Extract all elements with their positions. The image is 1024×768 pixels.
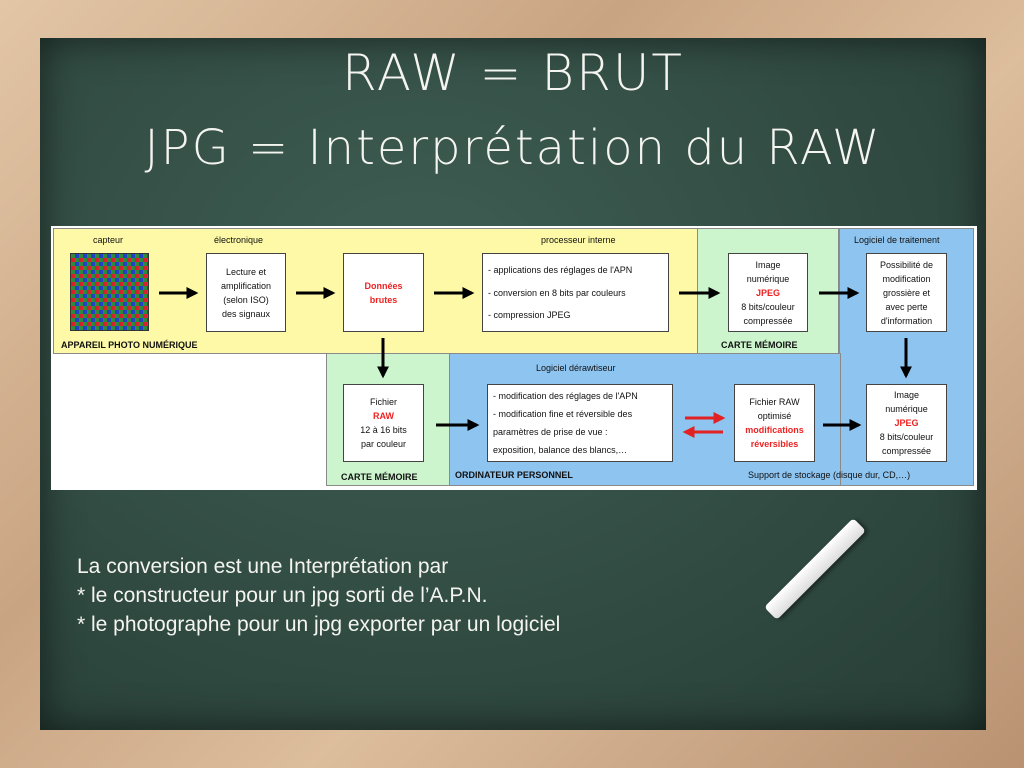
box-line: Possibilité de	[879, 259, 934, 270]
box-line: compressée	[743, 315, 793, 326]
box-line: 12 à 16 bits	[360, 425, 407, 435]
box-line: 8 bits/couleur	[879, 432, 934, 442]
box-modification-reglages: - modification des réglages de l'APN - m…	[487, 384, 673, 462]
label-ordinateur: ORDINATEUR PERSONNEL	[455, 470, 573, 480]
box-line: optimisé	[757, 411, 792, 421]
flow-arrows	[159, 287, 912, 438]
box-line: Image	[755, 259, 781, 270]
bayer-sensor-image	[70, 253, 149, 331]
label-apn: APPAREIL PHOTO NUMÉRIQUE	[61, 340, 198, 350]
label-electronique: électronique	[214, 235, 264, 245]
box-line: brutes	[369, 294, 398, 305]
box-line: des signaux	[221, 308, 271, 319]
box-line: modifications	[745, 425, 804, 435]
box-line: paramètres de prise de vue :	[493, 427, 608, 437]
box-line: - applications des réglages de l'APN	[488, 264, 633, 275]
box-line: par couleur	[360, 439, 407, 449]
box-lecture-amplification: Lecture et amplification (selon ISO) des…	[206, 253, 286, 332]
box-line: compressée	[881, 446, 932, 456]
box-line: Données	[364, 280, 403, 291]
box-line: numérique	[746, 273, 790, 284]
box-line: - modification fine et réversible des	[493, 409, 633, 419]
label-carte-memoire-top: CARTE MÉMOIRE	[721, 340, 798, 350]
box-line: 8 bits/couleur	[741, 301, 795, 312]
box-line: d'information	[880, 315, 933, 326]
box-line: Lecture et	[225, 266, 267, 277]
slide-title-line1: RAW = BRUT	[342, 44, 684, 102]
body-line-1: La conversion est une Interprétation par	[77, 555, 449, 578]
label-processeur: processeur interne	[541, 235, 616, 245]
slide-body-text: La conversion est une Interprétation par…	[77, 552, 560, 639]
box-line: - compression JPEG	[488, 310, 571, 321]
box-donnees-brutes: Données brutes	[343, 253, 424, 332]
box-line: - modification des réglages de l'APN	[493, 391, 638, 401]
box-fichier-raw-optimise: Fichier RAW optimisé modifications réver…	[734, 384, 815, 462]
box-line: exposition, balance des blancs,…	[493, 445, 628, 455]
label-capteur: capteur	[93, 235, 124, 245]
box-line: modification	[882, 273, 931, 284]
box-line: JPEG	[755, 287, 780, 298]
box-line: - conversion en 8 bits par couleurs	[488, 287, 626, 298]
box-line: (selon ISO)	[223, 294, 269, 305]
box-line: réversibles	[750, 439, 799, 449]
box-line: amplification	[220, 280, 272, 291]
box-image-jpeg-bottom: Image numérique JPEG 8 bits/couleur comp…	[866, 384, 947, 462]
box-fichier-raw: Fichier RAW 12 à 16 bits par couleur	[343, 384, 424, 462]
box-image-jpeg-top: Image numérique JPEG 8 bits/couleur comp…	[728, 253, 808, 332]
box-processeur-interne: - applications des réglages de l'APN - c…	[482, 253, 669, 332]
label-logiciel-traitement: Logiciel de traitement	[854, 235, 940, 245]
box-line: grossière et	[882, 287, 931, 298]
box-possibilite-modification: Possibilité de modification grossière et…	[866, 253, 947, 332]
body-line-3: * le photographe pour un jpg exporter pa…	[77, 613, 561, 636]
label-logiciel-derawtiseur: Logiciel dérawtiseur	[536, 363, 616, 373]
label-carte-memoire-bottom: CARTE MÉMOIRE	[341, 472, 418, 482]
box-line: numérique	[885, 404, 928, 414]
raw-workflow-diagram: capteur électronique processeur interne …	[51, 226, 977, 490]
label-stockage: Support de stockage (disque dur, CD,…)	[748, 470, 911, 480]
box-line: JPEG	[894, 418, 919, 428]
box-line: avec perte	[885, 301, 928, 312]
box-line: Image	[893, 390, 919, 400]
box-line: RAW	[373, 411, 394, 421]
body-line-2: * le constructeur pour un jpg sorti de l…	[77, 584, 488, 607]
slide-title-line2: JPG = Interprétation du RAW	[144, 120, 882, 176]
box-line: Fichier	[369, 397, 397, 407]
box-line: Fichier RAW	[749, 397, 800, 407]
